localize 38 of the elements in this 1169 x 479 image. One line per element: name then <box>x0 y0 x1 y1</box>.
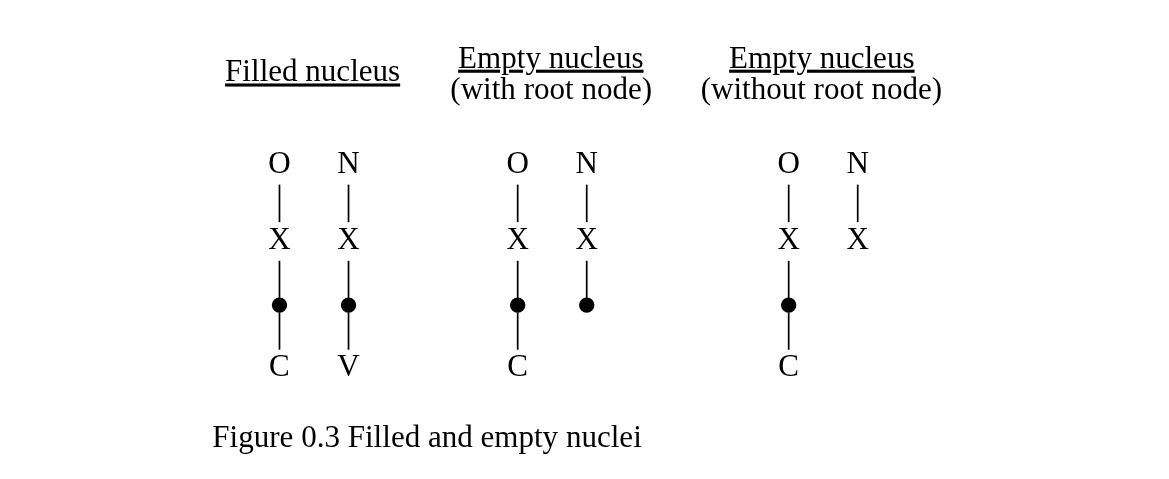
connector <box>516 311 519 351</box>
connector <box>787 259 790 300</box>
node-text: V <box>336 348 360 384</box>
connector <box>278 183 280 224</box>
node-text: X <box>336 220 360 256</box>
connector <box>516 183 519 224</box>
node-text: X <box>505 220 529 256</box>
node-text: X <box>575 220 598 256</box>
connector <box>787 183 790 224</box>
node-circle <box>271 297 287 313</box>
connector <box>347 259 349 300</box>
label: Filled nucleus <box>224 53 400 89</box>
node-circle <box>780 297 796 313</box>
node-text: X <box>776 220 800 256</box>
node-text: X <box>267 220 291 256</box>
node-text: O <box>776 144 800 180</box>
node-text: C <box>777 348 799 384</box>
node-text: N <box>336 144 360 180</box>
caption: Figure 0.3 Filled and empty nuclei <box>211 419 642 455</box>
node-text: N <box>575 144 598 180</box>
connector <box>347 311 349 351</box>
node-text: C <box>268 348 290 384</box>
node-circle <box>340 297 356 313</box>
node-text: N <box>846 144 869 180</box>
node-text: C <box>506 348 528 384</box>
connector <box>278 311 280 351</box>
connector <box>516 259 519 300</box>
node-circle <box>509 297 525 313</box>
node-text: O <box>267 144 291 180</box>
connector <box>585 259 588 300</box>
node-text: X <box>846 220 869 256</box>
connector <box>278 259 280 300</box>
node-circle <box>578 297 594 313</box>
node-text: O <box>505 144 529 180</box>
connector <box>787 311 790 351</box>
connector <box>347 183 349 224</box>
connector <box>856 183 859 224</box>
connector <box>585 183 588 224</box>
